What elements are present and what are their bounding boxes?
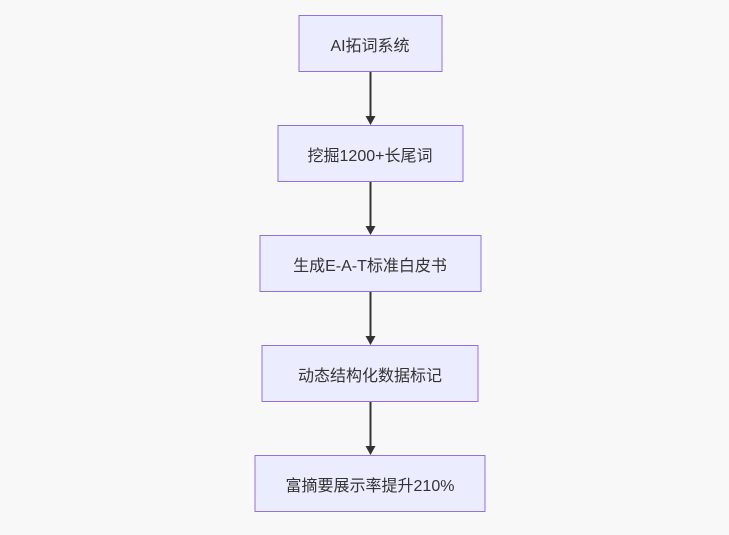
flow-edge-4	[365, 402, 375, 455]
arrow-line	[369, 72, 371, 116]
flow-node-label: 生成E-A-T标准白皮书	[293, 257, 447, 275]
flow-node-structured-data-markup: 动态结构化数据标记	[261, 345, 479, 402]
flow-edge-2	[365, 182, 375, 235]
flow-edge-1	[365, 72, 375, 125]
arrow-down-icon	[365, 226, 375, 235]
flow-node-ai-keyword-system: AI拓词系统	[298, 15, 442, 72]
flow-node-label: 挖掘1200+长尾词	[307, 147, 433, 165]
arrow-down-icon	[365, 336, 375, 345]
flow-node-rich-snippet-result: 富摘要展示率提升210%	[254, 455, 486, 512]
arrow-line	[369, 182, 371, 226]
arrow-down-icon	[365, 446, 375, 455]
flow-node-label: AI拓词系统	[330, 37, 410, 55]
flow-node-label: 动态结构化数据标记	[297, 367, 442, 385]
flow-node-label: 富摘要展示率提升210%	[285, 477, 455, 495]
flow-node-eat-whitepaper: 生成E-A-T标准白皮书	[259, 235, 481, 292]
arrow-line	[369, 402, 371, 446]
flowchart: AI拓词系统 挖掘1200+长尾词 生成E-A-T标准白皮书 动态结构化数据标记	[254, 15, 486, 512]
arrow-down-icon	[365, 116, 375, 125]
flow-node-longtail-mining: 挖掘1200+长尾词	[277, 125, 463, 182]
arrow-line	[369, 292, 371, 336]
flow-edge-3	[365, 292, 375, 345]
